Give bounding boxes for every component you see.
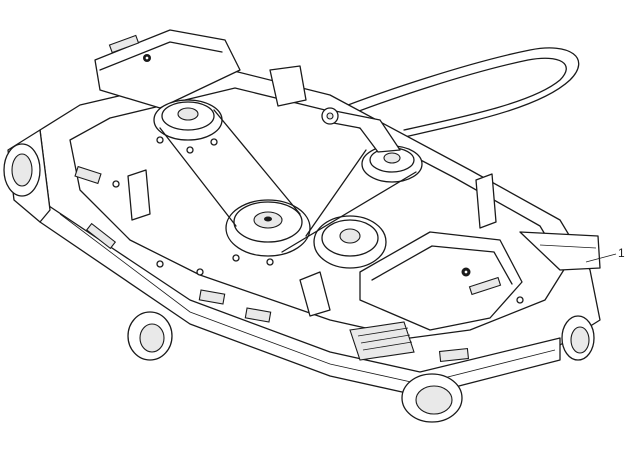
warning-decals	[74, 165, 470, 363]
anti-scalp-wheel-right	[561, 315, 595, 361]
callout-label: 1	[618, 246, 625, 260]
belt-cover-right	[359, 231, 523, 331]
anti-scalp-wheel-left	[3, 143, 41, 197]
tensioner-arm	[321, 107, 401, 153]
callout-1: 1	[585, 246, 625, 263]
pulley-gearbox	[361, 145, 423, 183]
pulley-center-spindle	[225, 199, 311, 257]
pulley-idler	[313, 215, 387, 269]
drive-belt	[329, 47, 580, 139]
deck-vent-grate	[349, 321, 415, 361]
discharge-deflector	[519, 231, 601, 271]
deck-belt	[159, 109, 417, 253]
anti-scalp-wheel-front-right	[401, 373, 463, 423]
bolts	[112, 136, 524, 304]
anti-scalp-wheel-front-left	[127, 311, 173, 361]
pulley-left-spindle	[153, 99, 223, 141]
belt-cover-left	[94, 29, 241, 109]
mounting-brackets	[127, 65, 497, 317]
